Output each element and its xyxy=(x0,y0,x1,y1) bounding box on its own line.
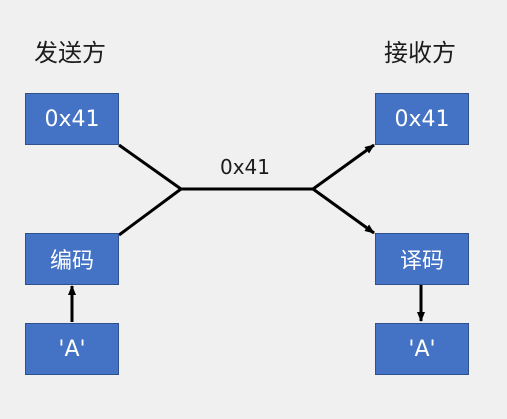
receiver-decode-arrow xyxy=(312,187,375,235)
sender-encode-connector xyxy=(118,187,182,237)
receiver-decode-box: 译码 xyxy=(375,233,469,285)
sender-value-connector xyxy=(118,143,182,191)
channel-label: 0x41 xyxy=(220,155,271,179)
receiver-title: 接收方 xyxy=(384,39,456,67)
sender-title: 发送方 xyxy=(34,39,106,67)
receiver-value-arrow xyxy=(312,143,375,191)
sender-value-box: 0x41 xyxy=(25,93,119,145)
receiver-value-box: 0x41 xyxy=(375,93,469,145)
receiver-char-box: 'A' xyxy=(375,323,469,375)
sender-encode-box: 编码 xyxy=(25,233,119,285)
sender-char-box: 'A' xyxy=(25,323,119,375)
